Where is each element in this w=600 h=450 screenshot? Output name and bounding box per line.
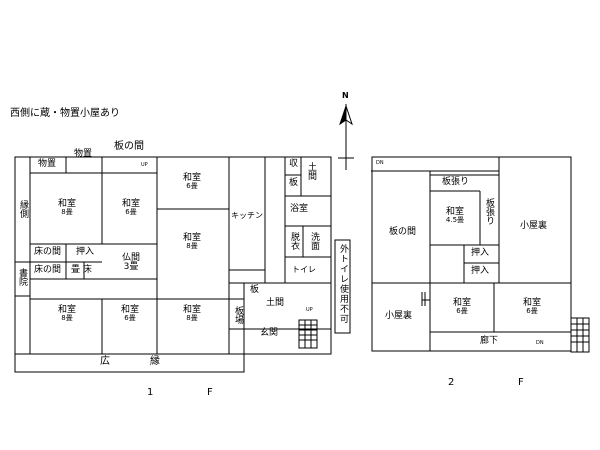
room-tokonoma-2: 床の間 xyxy=(34,265,62,275)
room-oshiire-2f-b: 押入 xyxy=(471,266,490,276)
stairs-1f-icon xyxy=(298,319,318,349)
room-ita: 板 xyxy=(289,178,299,188)
room-oshiire-1f: 押入 xyxy=(76,247,95,257)
room-engawa: 縁側 xyxy=(18,200,28,218)
room-oshiire-2f-a: 押入 xyxy=(471,248,490,258)
room-itabari-top: 板張り xyxy=(442,177,470,187)
room-hiroen-a: 広 xyxy=(100,356,110,367)
room-senmen: 洗面 xyxy=(309,232,319,250)
room-datsui: 脱衣 xyxy=(289,232,299,250)
room-koyaura-w: 小屋裏 xyxy=(385,311,413,321)
floor1-label: 1 xyxy=(147,387,154,398)
room-rouka: 廊下 xyxy=(480,336,499,346)
floor2-label: 2 xyxy=(448,377,455,388)
floor2-label-f: F xyxy=(518,377,524,388)
room-koyaura-ne: 小屋裏 xyxy=(520,221,548,231)
floor2-walls xyxy=(371,156,590,353)
room-tokonoma: 床の間 xyxy=(34,247,62,257)
north-arrow-icon xyxy=(338,104,354,170)
stair-up-1f-a: UP xyxy=(141,162,148,168)
room-genkan: 玄関 xyxy=(260,328,279,338)
room-itaba: 板場 xyxy=(233,306,243,324)
room-tatami-toko: 畳 床 xyxy=(71,265,92,275)
room-yokushitsu: 浴室 xyxy=(290,204,309,214)
room-toilet: トイレ xyxy=(292,265,316,274)
room-itanoma-2f: 板の間 xyxy=(389,227,417,237)
stair-up-1f-b: UP xyxy=(306,307,313,313)
room-ita-small: 板 xyxy=(250,285,260,295)
outdoor-toilet-note: 外トイレ使用不可 xyxy=(338,244,348,324)
room-monooki-a: 物置 xyxy=(38,159,57,169)
stair-dn-2f-bottom: DN xyxy=(536,340,544,346)
stairs-2f-icon xyxy=(570,317,590,353)
compass-label: N xyxy=(342,91,349,100)
room-monooki-b: 物置 xyxy=(74,149,93,159)
stair-dn-2f-top: DN xyxy=(376,160,384,166)
room-itanoma-1f: 板の間 xyxy=(114,141,144,152)
room-kitchen: キッチン xyxy=(231,211,263,220)
floor1-label-f: F xyxy=(207,387,213,398)
floor1-walls xyxy=(14,156,332,373)
room-doma-top: 土間 xyxy=(306,162,316,180)
note-text: 西側に蔵・物置小屋あり xyxy=(10,108,120,119)
room-hiroen-b: 縁 xyxy=(150,356,160,367)
room-doma: 土間 xyxy=(266,298,285,308)
room-itabari-side: 板張り xyxy=(484,198,494,225)
room-shoin: 書院 xyxy=(17,268,27,286)
room-shu: 収 xyxy=(289,159,299,169)
